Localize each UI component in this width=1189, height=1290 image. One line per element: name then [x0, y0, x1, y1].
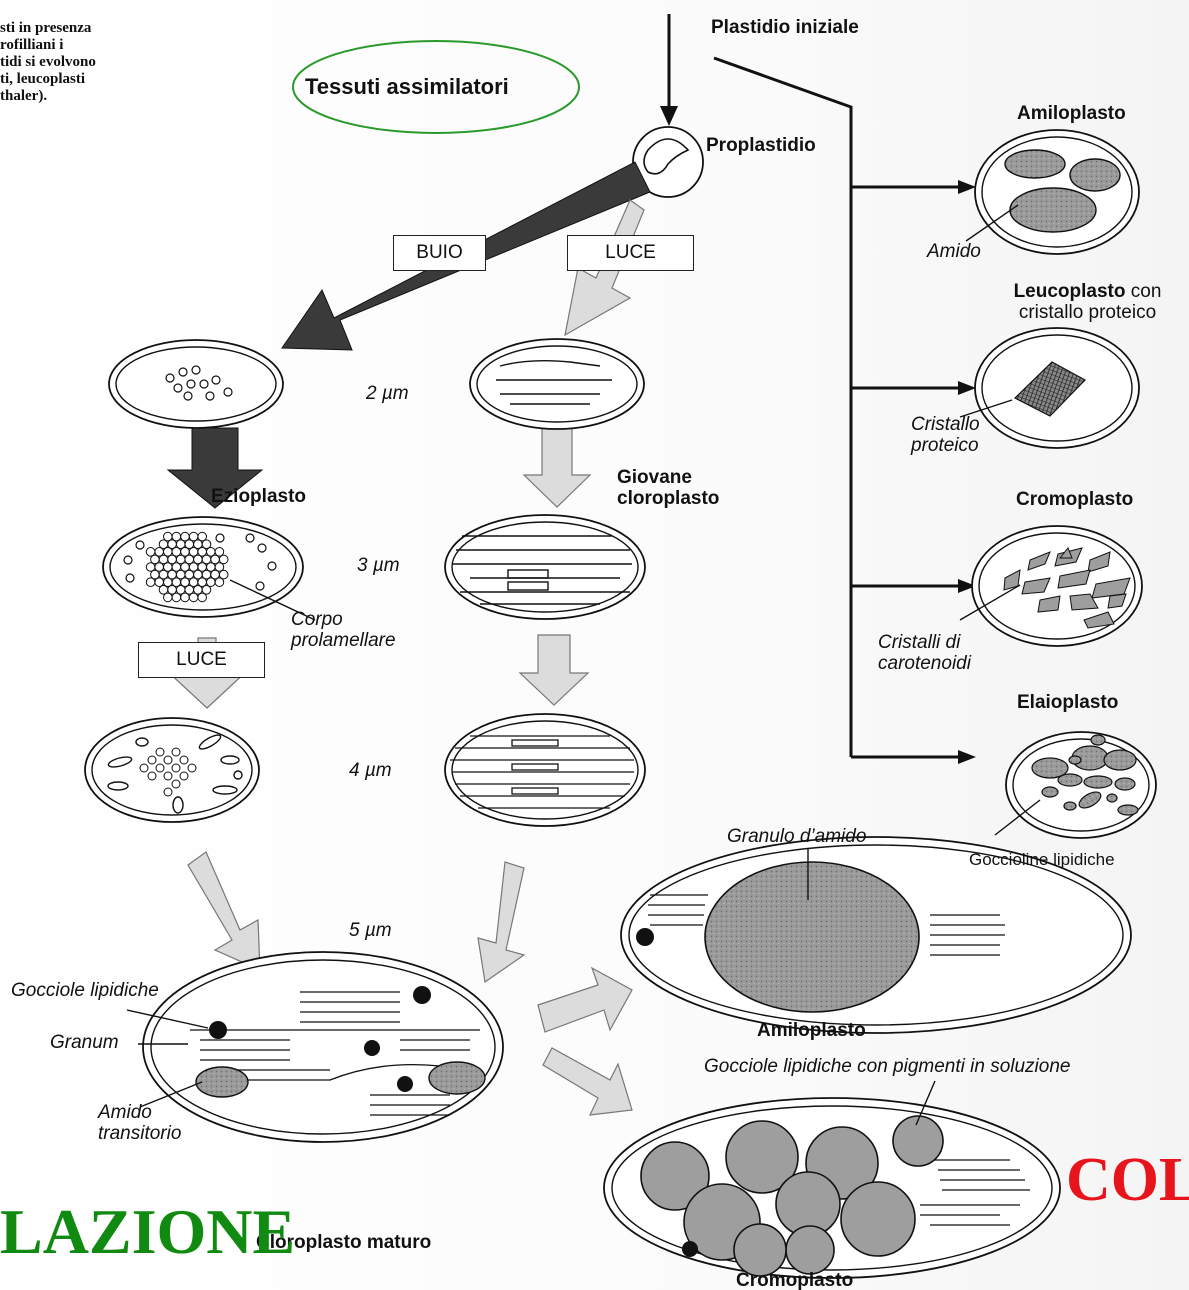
size-3um: 3 µm — [357, 555, 400, 576]
leucoplasto-label: Leucoplasto con cristallo proteico — [990, 281, 1185, 324]
prolamellar-tubule — [201, 539, 212, 550]
cromoplasto-large-label: Cromoplasto — [736, 1270, 854, 1290]
tessuti-label: Tessuti assimilatori — [305, 74, 509, 99]
amyloplast-large — [620, 836, 1132, 1034]
prolamellar-tubule — [145, 577, 156, 588]
prolamellar-tubule — [201, 585, 212, 595]
plastidio-iniziale-label: Plastidio iniziale — [711, 17, 859, 38]
size-5um: 5 µm — [349, 920, 392, 941]
gocciole-lipidiche-label: Gocciole lipidiche — [11, 980, 159, 1001]
margin-text-line: rofilliani i — [0, 37, 64, 53]
amido-label: Amido — [927, 241, 981, 262]
cristallo-line: Cristallo — [911, 414, 980, 435]
prolamellar-tubule — [218, 569, 229, 580]
light-arrow-to-amylo — [537, 966, 633, 1033]
lazione-overlay: LAZIONE — [0, 1196, 296, 1267]
chromoplast-small — [971, 525, 1143, 647]
light-arrow-diag-left — [187, 851, 261, 971]
cristallo-proteico-label: Cristallo proteico — [911, 414, 980, 457]
young-chloroplast-mid — [444, 514, 646, 620]
cristalli-line: Cristalli di — [878, 632, 961, 653]
margin-text-line: tidi si evolvono — [0, 54, 96, 70]
cloroplasto-line: cloroplasto — [617, 488, 720, 510]
gocciole-pigmenti-label: Gocciole lipidiche con pigmenti in soluz… — [704, 1056, 1071, 1077]
amiloplasto-label: Amiloplasto — [1017, 103, 1126, 124]
col-overlay: COL — [1066, 1146, 1189, 1214]
leucoplast-shape — [974, 327, 1140, 449]
etioplast-small — [108, 339, 284, 429]
proplastidio-label: Proplastidio — [706, 135, 816, 156]
amiloplasto-large-label: Amiloplasto — [757, 1020, 866, 1041]
etioplast-shape — [102, 516, 304, 618]
prolamellar-tubule — [214, 562, 225, 572]
prolamellar-tubule — [180, 592, 190, 603]
granulo-amido-label: Granulo d’amido — [727, 826, 867, 847]
amido-line: Amido — [98, 1102, 152, 1123]
chromoplast-large — [603, 1080, 1061, 1279]
prolamellar-tubule — [218, 554, 229, 565]
prolamellar-tubule — [197, 592, 207, 603]
light-arrow-diag-right — [477, 861, 526, 984]
prolamellar-tubule — [214, 547, 225, 557]
corpo-line: Corpo — [291, 609, 343, 630]
buio-box: BUIO — [393, 235, 486, 271]
ezioplasto-label: Ezioplasto — [211, 486, 307, 507]
prolamellar-tubule — [163, 592, 173, 603]
margin-text-line: thaler). — [0, 88, 48, 104]
granum-label: Granum — [50, 1032, 119, 1053]
amido-transitorio-label: Amido transitorio — [98, 1102, 181, 1145]
elaioplasto-label: Elaioplasto — [1017, 692, 1119, 713]
prolamellar-tubule — [206, 577, 216, 588]
prolamellar-tubule — [188, 592, 199, 603]
transitorio-line: transitorio — [98, 1123, 182, 1145]
branch-arrowheads — [958, 180, 976, 764]
leucoplasto-con: con — [1125, 281, 1162, 302]
luce-box-left: LUCE — [138, 642, 265, 678]
luce-box-top: LUCE — [567, 235, 694, 271]
amyloplast-small — [974, 129, 1140, 255]
margin-text-line: sti in presenza — [0, 20, 92, 36]
prolamellar-tubule — [171, 592, 182, 603]
leucoplasto-bold: Leucoplasto — [1013, 281, 1126, 302]
goccioline-lipidiche-label: Goccioline lipidiche — [969, 850, 1115, 869]
proteico-line: proteico — [911, 435, 979, 457]
prolamellar-tubule — [197, 531, 207, 542]
cristallo-proteico-head: cristallo proteico — [1018, 302, 1157, 324]
carotenoidi-line: carotenoidi — [878, 653, 971, 675]
prolamellar-tubule — [214, 577, 225, 588]
size-4um: 4 µm — [349, 760, 392, 781]
elaioplast-shape — [1005, 731, 1157, 839]
cristalli-carotenoidi-label: Cristalli di carotenoidi — [878, 632, 971, 675]
size-2um: 2 µm — [366, 383, 409, 404]
giovane-cloroplasto-label: Giovane cloroplasto — [617, 467, 719, 510]
mature-chloroplast — [142, 951, 504, 1143]
light-arrow-young-1 — [522, 427, 592, 508]
cloroplasto-maturo-label: Cloroplasto maturo — [256, 1232, 432, 1253]
cromoplasto-label: Cromoplasto — [1016, 489, 1134, 510]
young-chloroplast-small — [469, 338, 645, 430]
prolamellare-line: prolamellare — [291, 630, 396, 652]
light-arrow-young-2 — [518, 634, 590, 706]
etioplast-greening — [84, 717, 260, 823]
tessuti-ellipse — [292, 40, 580, 134]
margin-text-line: ti, leucoplasti — [0, 71, 85, 87]
light-arrow-to-chromo — [542, 1047, 633, 1116]
arrow-initial-to-proplastid — [660, 14, 678, 126]
giovane-line: Giovane — [617, 467, 692, 488]
dark-vertical-arrow — [166, 427, 264, 509]
young-chloroplast-large — [444, 713, 646, 827]
leader-lines — [126, 204, 1041, 1108]
proplastid-shape — [632, 126, 704, 198]
branch-lines — [713, 56, 960, 759]
corpo-prolamellare-label: Corpo prolamellare — [291, 609, 396, 652]
